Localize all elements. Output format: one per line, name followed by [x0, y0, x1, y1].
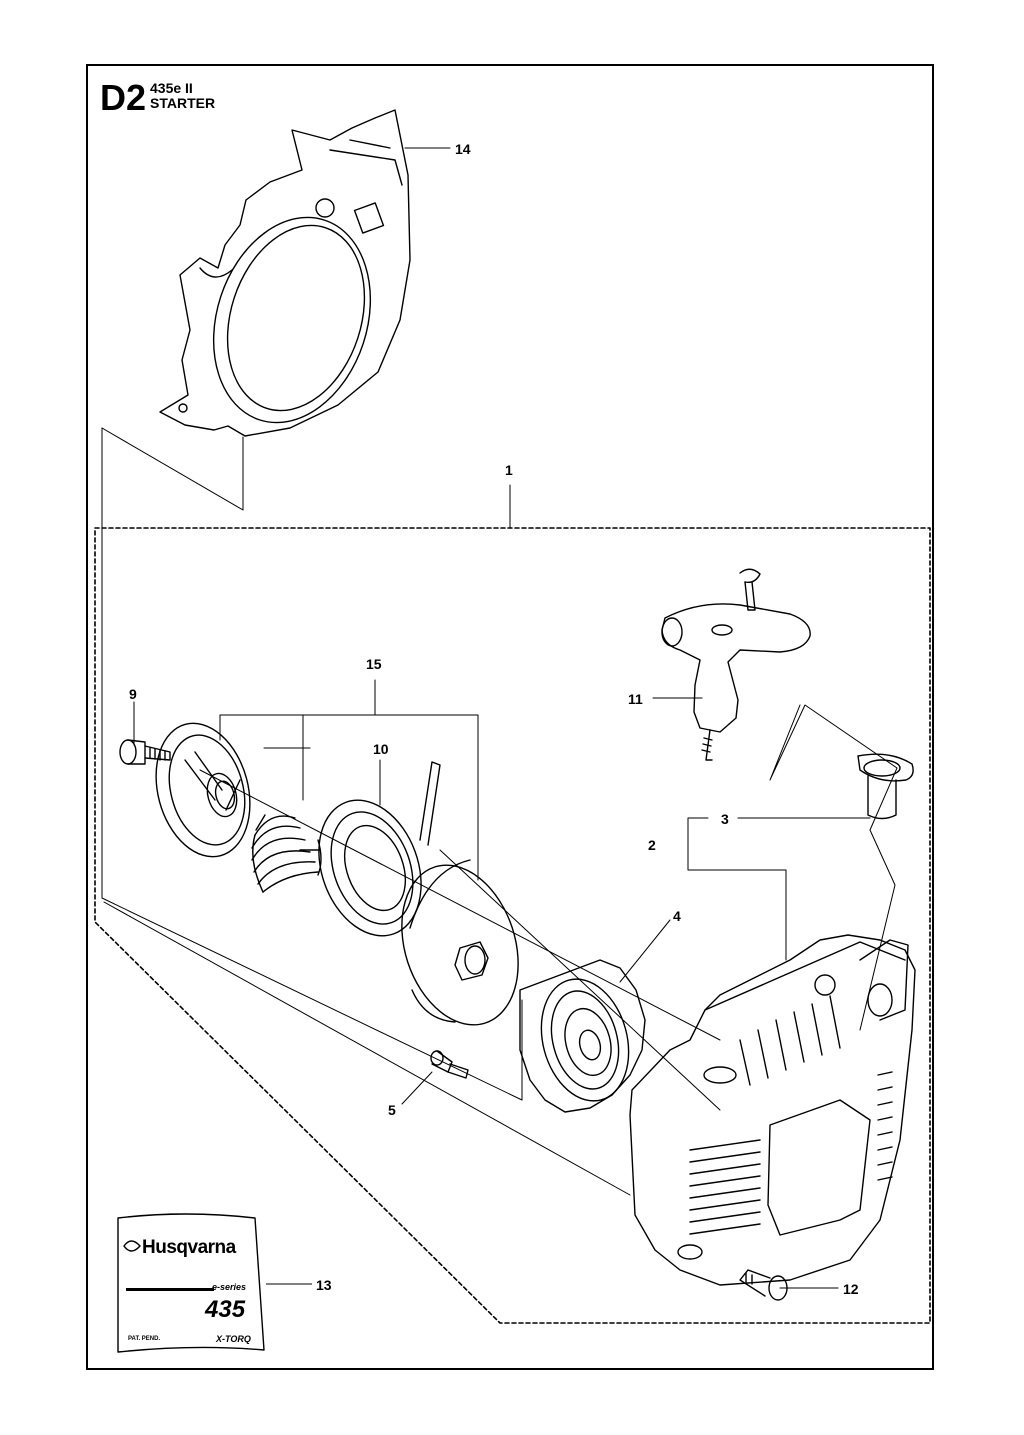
fan-housing-part-14 [159, 109, 411, 437]
decal-brand: Husqvarna [142, 1237, 236, 1258]
spring-housing-part-4 [519, 959, 646, 1113]
starter-handle-part-11 [661, 568, 811, 761]
callout-13: 13 [316, 1277, 332, 1293]
decal-series: e-series [212, 1282, 247, 1292]
rope-drum [401, 859, 519, 1026]
callout-9: 9 [129, 686, 137, 702]
callout-15: 15 [366, 656, 382, 672]
callout-4: 4 [673, 908, 681, 924]
leader-lines [133, 147, 871, 1289]
screw-part-5 [430, 1050, 469, 1079]
decal-part-13 [117, 1213, 265, 1353]
spring-coil [251, 814, 322, 893]
pulley-part-15 [155, 722, 251, 858]
decal-technology: X-TORQ [216, 1334, 251, 1344]
callout-11: 11 [628, 691, 643, 707]
assembly-lines [101, 427, 898, 1196]
starter-cover-part-2 [629, 934, 916, 1286]
rope-bushing-part-3 [857, 753, 914, 820]
callout-1: 1 [505, 462, 513, 478]
model-name: 435e II [150, 80, 193, 96]
screw-part-12 [739, 1269, 788, 1301]
page-frame [86, 64, 934, 1370]
callout-2: 2 [648, 837, 656, 853]
callout-5: 5 [388, 1102, 396, 1118]
callout-14: 14 [455, 141, 471, 157]
callout-10: 10 [373, 741, 389, 757]
callout-3: 3 [721, 811, 729, 827]
header-text: 435e II STARTER [150, 81, 215, 111]
section-title: STARTER [150, 95, 216, 111]
decal-model-number: 435 [205, 1296, 246, 1323]
recoil-spring-part-10 [318, 761, 441, 937]
decal-patent-text: PAT. PEND. [128, 1336, 161, 1342]
kit-boundary [94, 527, 931, 1324]
sheet-code: D2 [100, 77, 147, 118]
callout-12: 12 [843, 1281, 859, 1297]
